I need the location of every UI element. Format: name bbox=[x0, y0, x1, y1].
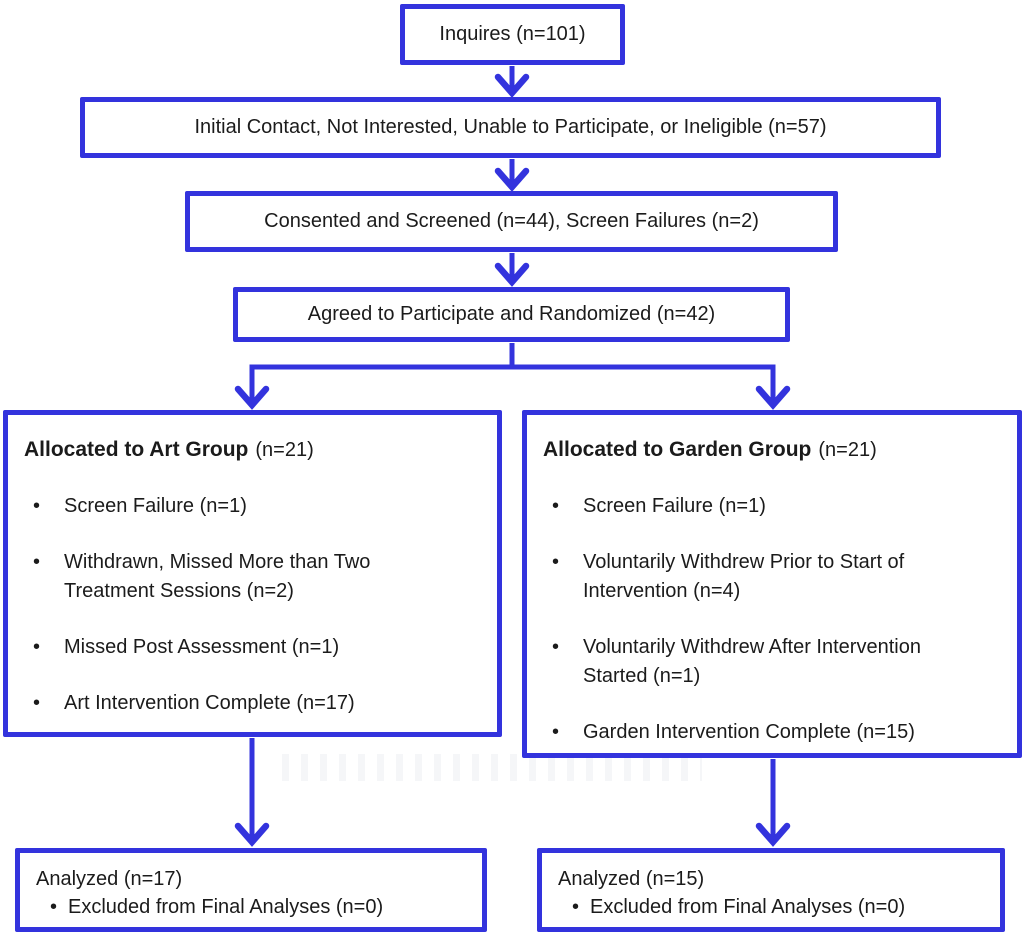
list-item: • Excluded from Final Analyses (n=0) bbox=[558, 893, 984, 921]
bullet-marker: • bbox=[552, 551, 560, 573]
art-group-title-text: Allocated to Art Group bbox=[24, 438, 249, 461]
bullet-marker: • bbox=[33, 636, 41, 658]
garden-group-count: (n=21) bbox=[818, 439, 877, 461]
node-analyzed-garden: Analyzed (n=15) • Excluded from Final An… bbox=[537, 848, 1005, 932]
node-consented-screened-label: Consented and Screened (n=44), Screen Fa… bbox=[264, 210, 759, 232]
arrow-head-initial-to-consented bbox=[494, 167, 530, 192]
analyzed-garden-label: Analyzed (n=15) bbox=[558, 868, 705, 890]
node-garden-group: Allocated to Garden Group (n=21) • Screen… bbox=[522, 410, 1022, 758]
arrow-head-consented-to-randomized bbox=[494, 262, 530, 287]
node-randomized: Agreed to Participate and Randomized (n=… bbox=[233, 287, 790, 342]
list-item: • Excluded from Final Analyses (n=0) bbox=[36, 893, 466, 921]
list-item: • Voluntarily Withdrew Prior to Start of… bbox=[543, 548, 1001, 606]
arrow-head-inquires-to-initial bbox=[494, 73, 530, 98]
arrow-head-to-garden-group bbox=[755, 385, 791, 410]
node-initial-contact: Initial Contact, Not Interested, Unable … bbox=[80, 97, 941, 158]
garden-bullet-withdrew-prior: Voluntarily Withdrew Prior to Start of I… bbox=[583, 551, 905, 602]
bullet-marker: • bbox=[572, 896, 580, 918]
art-group-count: (n=21) bbox=[255, 439, 314, 461]
analyzed-art-excluded: Excluded from Final Analyses (n=0) bbox=[68, 896, 384, 918]
bullet-marker: • bbox=[50, 896, 58, 918]
split-connector bbox=[249, 343, 776, 402]
analyzed-garden-excluded: Excluded from Final Analyses (n=0) bbox=[590, 896, 906, 918]
list-item: • Screen Failure (n=1) bbox=[543, 492, 1001, 521]
garden-bullet-withdrew-after: Voluntarily Withdrew After Intervention … bbox=[583, 636, 921, 687]
art-bullet-withdrawn: Withdrawn, Missed More than Two Treatmen… bbox=[64, 551, 371, 602]
bullet-marker: • bbox=[552, 495, 560, 517]
list-item: • Art Intervention Complete (n=17) bbox=[24, 689, 481, 718]
node-inquires-label: Inquires (n=101) bbox=[439, 23, 586, 45]
node-analyzed-art: Analyzed (n=17) • Excluded from Final An… bbox=[15, 848, 487, 932]
garden-group-title: Allocated to Garden Group (n=21) bbox=[543, 435, 1001, 465]
bullet-marker: • bbox=[33, 551, 41, 573]
art-bullet-missed-post: Missed Post Assessment (n=1) bbox=[64, 636, 340, 658]
list-item: • Voluntarily Withdrew After Interventio… bbox=[543, 633, 1001, 691]
garden-bullet-screen-failure: Screen Failure (n=1) bbox=[583, 495, 766, 517]
art-bullet-complete: Art Intervention Complete (n=17) bbox=[64, 692, 355, 714]
node-art-group: Allocated to Art Group (n=21) • Screen Fa… bbox=[3, 410, 502, 737]
bullet-marker: • bbox=[552, 721, 560, 743]
analyzed-art-label: Analyzed (n=17) bbox=[36, 868, 183, 890]
list-item: • Missed Post Assessment (n=1) bbox=[24, 633, 481, 662]
art-bullet-screen-failure: Screen Failure (n=1) bbox=[64, 495, 247, 517]
node-randomized-label: Agreed to Participate and Randomized (n=… bbox=[307, 303, 716, 325]
list-item: • Withdrawn, Missed More than Two Treatm… bbox=[24, 548, 481, 606]
bullet-marker: • bbox=[33, 692, 41, 714]
list-item: • Screen Failure (n=1) bbox=[24, 492, 481, 521]
arrow-head-art-to-analyzed bbox=[234, 822, 270, 847]
scan-artifact bbox=[282, 754, 702, 781]
garden-group-title-text: Allocated to Garden Group bbox=[543, 438, 812, 461]
node-inquires: Inquires (n=101) bbox=[400, 4, 625, 65]
node-consented-screened: Consented and Screened (n=44), Screen Fa… bbox=[185, 191, 838, 252]
garden-bullet-complete: Garden Intervention Complete (n=15) bbox=[583, 721, 915, 743]
arrow-head-to-art-group bbox=[234, 385, 270, 410]
art-group-title: Allocated to Art Group (n=21) bbox=[24, 435, 481, 465]
arrow-head-garden-to-analyzed bbox=[755, 822, 791, 847]
bullet-marker: • bbox=[552, 636, 560, 658]
bullet-marker: • bbox=[33, 495, 41, 517]
node-initial-contact-label: Initial Contact, Not Interested, Unable … bbox=[194, 116, 827, 138]
list-item: • Garden Intervention Complete (n=15) bbox=[543, 718, 1001, 747]
